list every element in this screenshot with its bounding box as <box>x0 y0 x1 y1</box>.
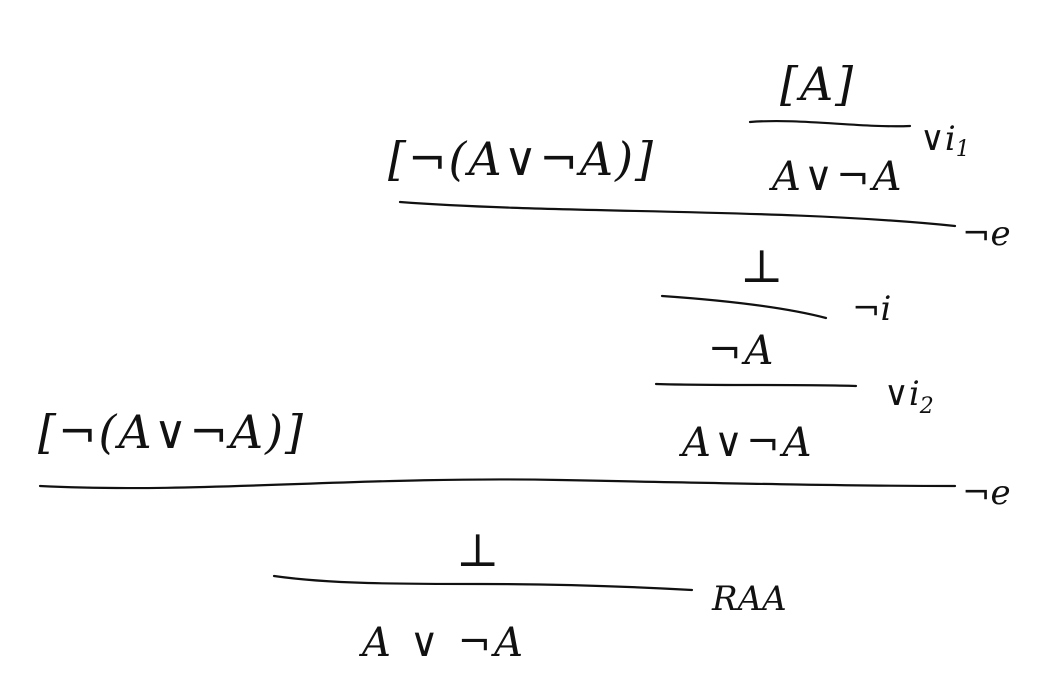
bottom-2: ⊥ <box>456 523 501 577</box>
assumption-not-or-2: [¬(A∨¬A)] <box>38 405 305 459</box>
rule-line-neg-intro <box>660 294 828 320</box>
rule-line-or-intro-1 <box>748 119 912 128</box>
rule-label-raa: RAA <box>711 579 787 619</box>
rule-line-or-intro-2 <box>654 382 858 388</box>
rule-label-or-intro-1: ∨i1 <box>920 119 970 162</box>
assumption-not-or-1: [¬(A∨¬A)] <box>388 132 655 186</box>
rule-line-neg-elim-2 <box>38 478 957 490</box>
assumption-a: [A] <box>780 57 855 111</box>
rule-label-neg-intro: ¬i <box>852 289 891 329</box>
rule-label-neg-elim-2: ¬e <box>962 473 1011 513</box>
final-conclusion: A ∨ ¬A <box>358 620 526 666</box>
rule-line-neg-elim-1 <box>398 200 957 228</box>
bottom-1: ⊥ <box>740 239 785 293</box>
rule-label-or-intro-2: ∨i2 <box>884 374 934 419</box>
not-a: ¬A <box>708 328 776 374</box>
conclusion-or-2: A∨¬A <box>678 420 815 466</box>
rule-label-neg-elim-1: ¬e <box>962 214 1011 254</box>
rule-line-raa <box>272 574 694 592</box>
conclusion-or-1: A∨¬A <box>768 154 905 200</box>
